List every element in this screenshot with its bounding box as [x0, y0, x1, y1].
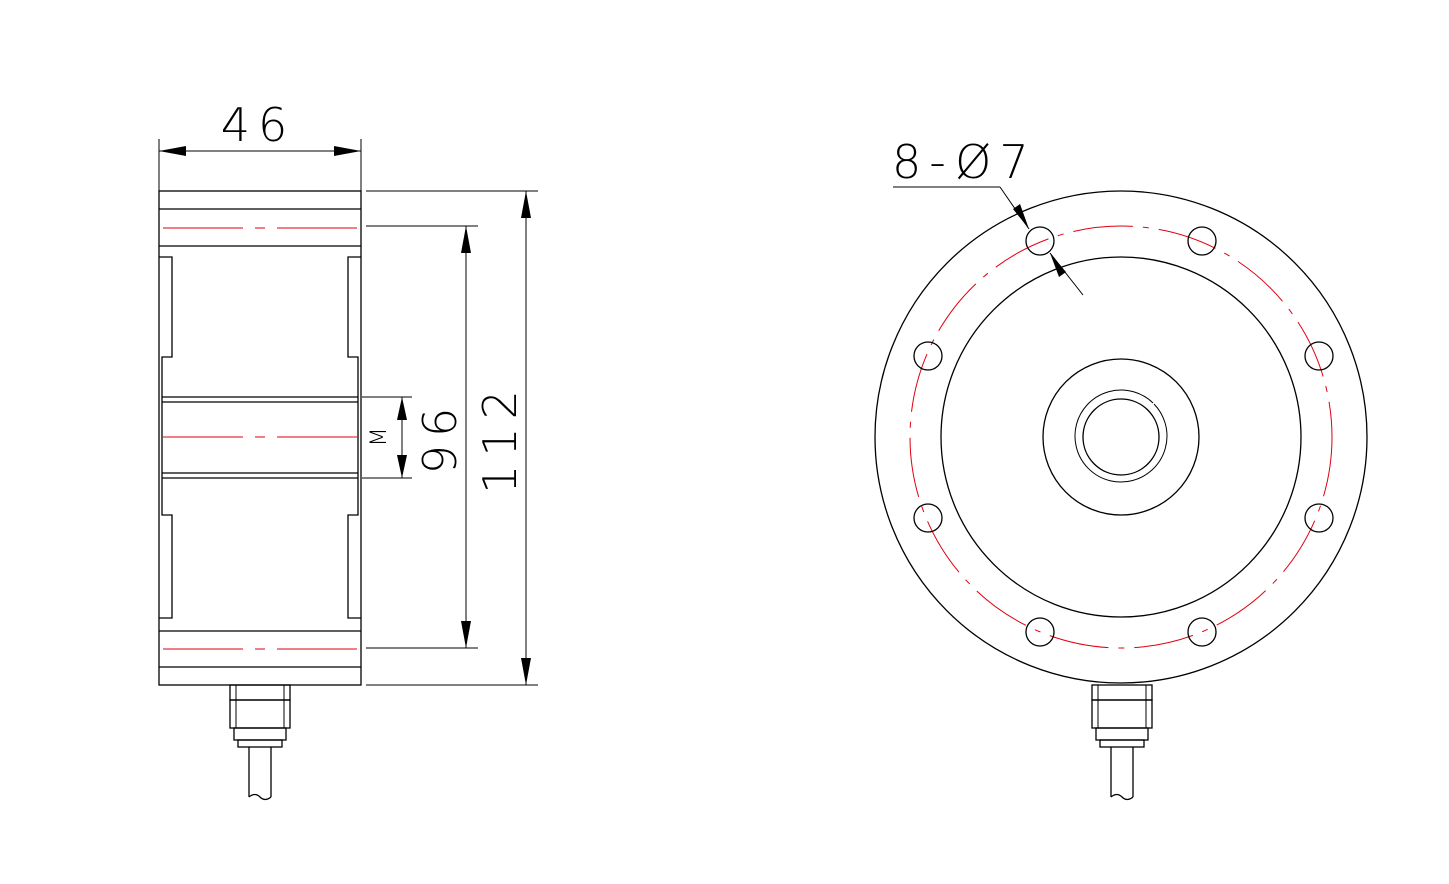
thread-arc — [1074, 389, 1168, 483]
inner-height-dimension: 96 — [366, 225, 478, 649]
bolt-hole — [1025, 226, 1055, 256]
bolt-hole — [1304, 503, 1334, 533]
thread-label: M — [367, 428, 392, 447]
outer-height-label: 112 — [473, 382, 527, 494]
width-dimension: 46 — [158, 98, 362, 191]
hub-circle — [1042, 358, 1200, 516]
width-dimension-label: 46 — [221, 98, 296, 152]
bolt-hole — [1025, 617, 1055, 647]
cable-gland-side — [229, 684, 291, 801]
hole-callout-label: 8-Ø7 — [892, 135, 1037, 189]
bolt-hole — [913, 503, 943, 533]
bolt-hole — [1304, 341, 1334, 371]
thread-dimension: M — [362, 396, 412, 479]
bolt-holes — [913, 226, 1334, 647]
side-body-outline — [158, 190, 362, 686]
bore-circle — [1082, 398, 1160, 476]
bolt-hole — [1187, 617, 1217, 647]
cable-gland-front — [1091, 684, 1153, 801]
outer-height-dimension: 112 — [366, 190, 538, 686]
inner-body-circle — [940, 256, 1302, 618]
outer-flange-circle — [874, 190, 1368, 684]
hole-callout: 8-Ø7 — [892, 135, 1084, 296]
side-view: 46 112 96 M — [158, 98, 538, 801]
front-view: 8-Ø7 — [874, 135, 1368, 801]
bolt-circle — [909, 225, 1333, 649]
bolt-hole — [913, 341, 943, 371]
bolt-hole — [1187, 226, 1217, 256]
inner-height-label: 96 — [413, 400, 467, 475]
